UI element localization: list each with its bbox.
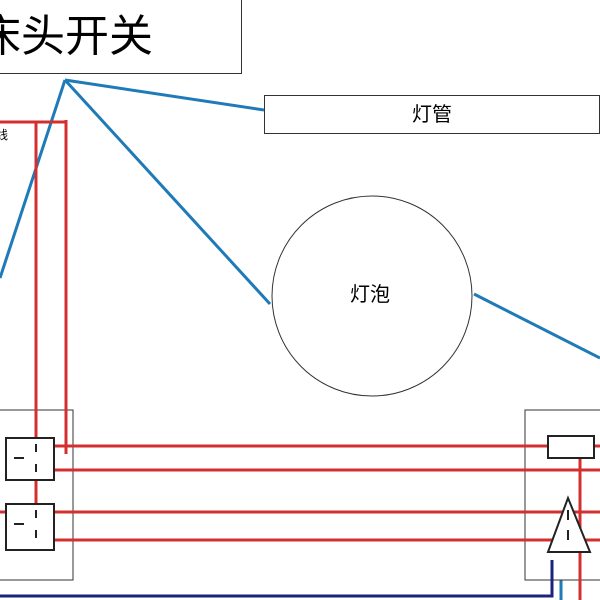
right-switch-1 — [547, 435, 595, 459]
wire-label-fragment: 线 — [0, 128, 9, 142]
blue-wires — [0, 78, 600, 600]
right-switch-triangle — [546, 495, 592, 553]
left-switch-1 — [5, 437, 55, 481]
title-text: 床头开关 — [0, 11, 153, 62]
navy-wire-bottom — [0, 560, 554, 598]
blue-wire-to-left — [0, 79, 67, 279]
bulb-label: 灯泡 — [350, 282, 390, 306]
left-switch-2-contacts — [14, 510, 37, 538]
tube-label: 灯管 — [412, 102, 452, 126]
tube-box: 灯管 — [264, 95, 600, 134]
blue-wire-to-bulb — [63, 78, 272, 306]
blue-wire-to-tube — [64, 78, 265, 112]
red-wire-top-loop — [0, 120, 68, 124]
blue-wire-bulb-right — [473, 292, 600, 360]
left-switch-2 — [5, 503, 55, 551]
left-switch-1-contacts — [14, 444, 37, 472]
bulb-circle — [271, 195, 473, 397]
title-box: 床头开关 — [0, 0, 242, 74]
